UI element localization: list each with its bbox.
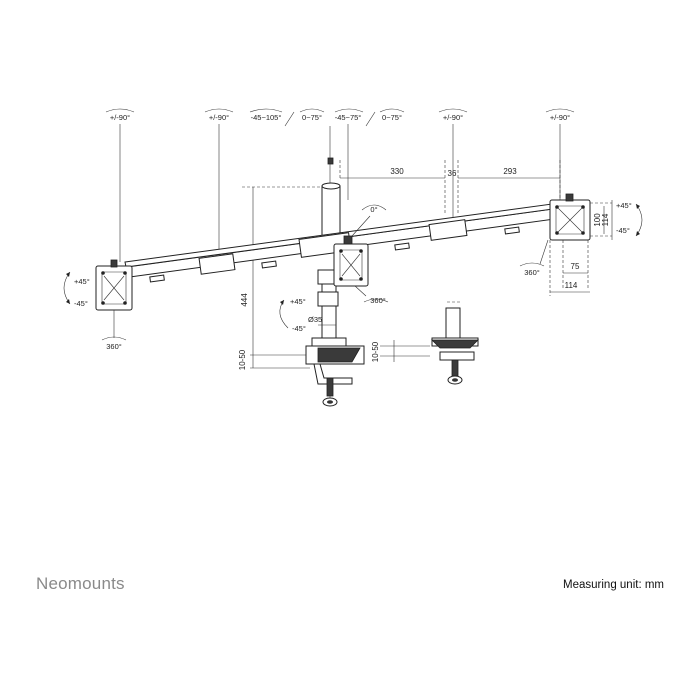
arm-assembly: [119, 203, 563, 283]
svg-text:+/-90°: +/-90°: [443, 113, 463, 122]
right-arm-angle-label: +/-90°: [438, 108, 468, 218]
measuring-unit-note: Measuring unit: mm: [563, 579, 664, 591]
svg-text:+45°: +45°: [74, 277, 90, 286]
arm-dimensions: 330 36 293: [339, 160, 561, 215]
svg-text:0~75°: 0~75°: [302, 113, 322, 122]
right-rotation-labels: +45° -45° 360°: [519, 201, 643, 277]
dim-293: 293: [503, 167, 517, 176]
svg-text:+/-90°: +/-90°: [110, 113, 130, 122]
center-vesa-head: 0° 360°: [333, 204, 389, 305]
svg-text:-45°: -45°: [616, 226, 630, 235]
svg-text:+/-90°: +/-90°: [550, 113, 570, 122]
svg-text:360°: 360°: [106, 342, 122, 351]
dim-36: 36: [448, 169, 457, 178]
svg-text:-45°: -45°: [292, 324, 306, 333]
svg-text:-45~105°: -45~105°: [251, 113, 282, 122]
dim-vesa-100: 100: [593, 213, 602, 227]
right-vesa-dimensions: 100 114 75 114: [549, 200, 613, 296]
left-tilt-angle-label: +/-90°: [105, 108, 135, 262]
svg-text:+45°: +45°: [290, 297, 306, 306]
pole-rotation-labels: +45° Ø35 -45°: [279, 297, 336, 333]
left-arm-angle-label: +/-90°: [204, 108, 234, 258]
left-rotation-labels: +45° -45° 360°: [63, 271, 127, 351]
svg-text:-45°: -45°: [74, 299, 88, 308]
grommet-clamp: 10-50: [371, 301, 479, 385]
brand-logo-text: Neomounts: [36, 574, 125, 593]
svg-text:+45°: +45°: [616, 201, 632, 210]
svg-text:360°: 360°: [370, 296, 386, 305]
svg-text:-45~75°: -45~75°: [335, 113, 362, 122]
center-a-angle-label: -45~105°: [249, 108, 295, 127]
center-c-angle-label: -45~75°: [335, 108, 376, 200]
svg-text:+/-90°: +/-90°: [209, 113, 229, 122]
svg-text:360°: 360°: [524, 268, 540, 277]
svg-text:0~75°: 0~75°: [382, 113, 402, 122]
pole-diameter: Ø35: [308, 315, 322, 324]
height-dimensions: 444 10-50: [238, 186, 330, 370]
dim-10-50-grommet: 10-50: [371, 341, 380, 362]
dim-10-50: 10-50: [238, 349, 247, 370]
left-vesa-head: [95, 259, 133, 338]
dim-vesa-114-b: 114: [565, 281, 578, 290]
dim-444: 444: [240, 293, 249, 307]
desk-clamp: [305, 337, 365, 407]
center-d-angle-label: 0~75°: [379, 108, 405, 122]
svg-text:0°: 0°: [370, 205, 377, 214]
top-angle-labels: +/-90° +/-90° -45~105° 0~75° -45~75° 0~7…: [105, 108, 575, 262]
right-vesa-head: [539, 193, 591, 265]
dim-vesa-114: 114: [601, 213, 610, 226]
dim-330: 330: [390, 167, 404, 176]
dim-vesa-75: 75: [571, 262, 580, 271]
